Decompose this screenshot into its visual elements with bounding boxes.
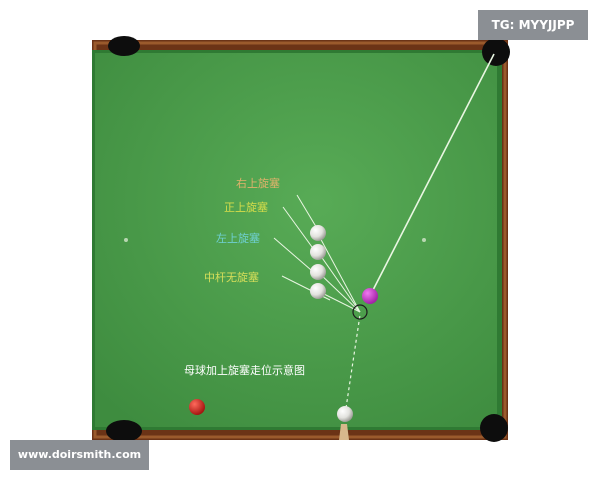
target-ball — [362, 288, 378, 304]
diagram-caption: 母球加上旋塞走位示意图 — [184, 363, 305, 377]
cue-ball-top-spin — [310, 244, 326, 260]
red-ball — [189, 399, 205, 415]
label-left-spin: 左上旋塞 — [216, 231, 260, 245]
cue-ball-left-spin — [310, 264, 326, 280]
pocket-top-left — [108, 36, 140, 56]
label-right-spin: 右上旋塞 — [236, 176, 280, 190]
pocket-bottom-right — [480, 414, 508, 442]
pocket-bottom-left — [106, 420, 142, 442]
label-top-spin: 正上旋塞 — [224, 200, 268, 214]
cue-ball-no-spin — [310, 283, 326, 299]
table-felt — [95, 53, 497, 427]
contact-point — [352, 304, 368, 320]
label-no-spin: 中杆无旋塞 — [204, 270, 259, 284]
cue-path — [345, 314, 361, 409]
cue-ball-right-spin — [310, 225, 326, 241]
pocket-top-right — [482, 38, 510, 66]
telegram-watermark: TG: MYYJJPP — [478, 10, 588, 40]
spot-left — [124, 238, 128, 242]
aim-line — [371, 53, 495, 293]
cue-stick — [339, 424, 349, 440]
spot-right — [422, 238, 426, 242]
website-watermark: www.doirsmith.com — [10, 440, 149, 470]
cue-ball-start — [337, 406, 353, 422]
